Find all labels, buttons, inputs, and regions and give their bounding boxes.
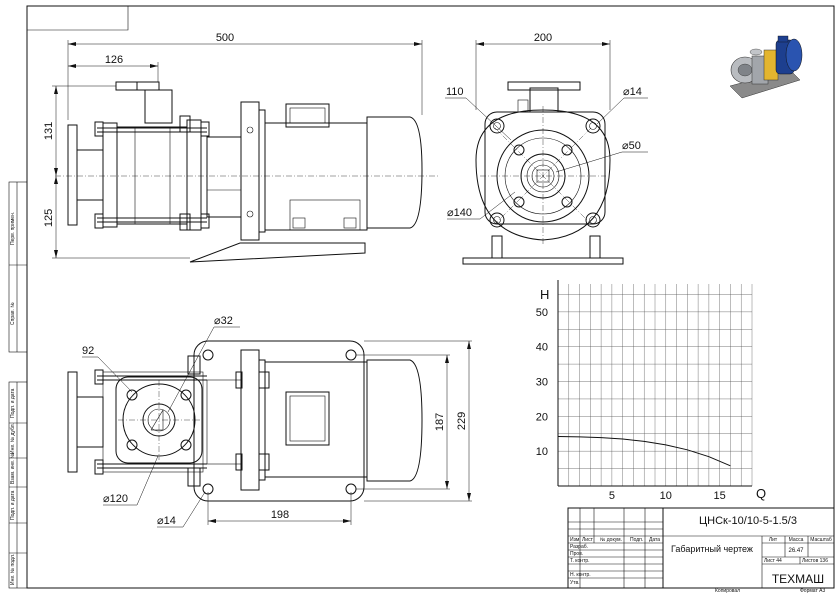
sheets-total: Листов 136 xyxy=(802,558,828,564)
dim-flange-bolt-pitch: 92 xyxy=(82,345,94,357)
header-sign: Подп. xyxy=(630,537,643,543)
stamp-replace-inv: Взам. инв. № xyxy=(10,453,16,484)
stamp-dup-inv: Инв. № дубл. xyxy=(10,423,16,454)
dim-inlet-dia: ⌀32 xyxy=(214,315,233,327)
dim-height-inner: 187 xyxy=(434,413,446,431)
chart-tick-labels: 5 10 15 10 20 30 40 50 xyxy=(536,307,726,502)
top-stamp-box xyxy=(27,6,129,31)
y-tick-label: 50 xyxy=(536,307,548,319)
chart-grid xyxy=(558,284,753,486)
header-doc-no: № докум. xyxy=(600,537,622,543)
chart-axes xyxy=(557,280,752,487)
stamp-orig-inv: Инв. № подл. xyxy=(10,554,16,585)
chart-y-axis-label: H xyxy=(540,287,549,302)
y-tick-label: 40 xyxy=(536,342,548,354)
dim-mount-hole: ⌀14 xyxy=(157,515,176,527)
y-tick-label: 30 xyxy=(536,377,548,389)
col-scale: Масштаб xyxy=(810,537,832,543)
title-block: ЦНСк-10/10-5-1.5/3 Габаритный чертеж ТЕХ… xyxy=(567,507,835,594)
dim-bolt-hole: ⌀14 xyxy=(623,86,642,98)
role-norm-control: Н. контр. xyxy=(570,572,591,578)
header-izm: Изм xyxy=(570,537,580,543)
sheet-number: Лист 44 xyxy=(764,558,782,564)
company-name: ТЕХМАШ xyxy=(772,572,824,586)
y-tick-label: 20 xyxy=(536,411,548,423)
col-lit: Лит xyxy=(769,537,778,543)
col-mass: Масса xyxy=(789,537,804,543)
x-tick-label: 5 xyxy=(609,490,615,502)
stamp-first-use: Перв. примен. xyxy=(10,212,16,245)
header-date: Дата xyxy=(649,537,660,543)
dim-flange-offset: 126 xyxy=(105,54,123,66)
designation: ЦНСк-10/10-5-1.5/3 xyxy=(699,515,797,527)
stamp-ref-no: Справ. № xyxy=(10,302,16,325)
mass-value: 26.47 xyxy=(788,548,804,554)
role-tech-control: Т. контр. xyxy=(570,558,590,564)
role-developer: Разраб. xyxy=(570,544,588,550)
dim-height-upper: 131 xyxy=(43,122,55,140)
copied-label: Копировал xyxy=(715,588,740,594)
role-approved: Утв. xyxy=(570,580,580,586)
x-tick-label: 10 xyxy=(660,490,672,502)
dim-bolt-pitch: 110 xyxy=(446,86,464,98)
role-checker: Пров. xyxy=(570,551,583,557)
dim-flange-dia: ⌀140 xyxy=(447,207,472,219)
pump-3d-illustration xyxy=(729,35,803,99)
stamp-sign-date-1: Подп. и дата xyxy=(10,388,16,418)
chart-x-axis-label: Q xyxy=(756,486,766,501)
dim-flange-dia-top: ⌀120 xyxy=(103,493,128,505)
stamp-sign-date-2: Подп. и дата xyxy=(10,490,16,520)
dim-shaft-dia: ⌀50 xyxy=(622,140,641,152)
dim-overall-length: 500 xyxy=(216,32,234,44)
chart-series-line xyxy=(557,436,731,467)
header-list: Лист xyxy=(582,537,594,543)
y-tick-label: 10 xyxy=(536,446,548,458)
document-title: Габаритный чертеж xyxy=(671,544,753,554)
format-label: Формат A3 xyxy=(800,588,825,594)
dim-base-width: 198 xyxy=(271,509,289,521)
dim-width: 200 xyxy=(534,32,552,44)
left-stamp-strip: Перв. примен. Справ. № Подп. и дата Инв.… xyxy=(8,181,28,589)
x-tick-label: 15 xyxy=(714,490,726,502)
performance-chart: 5 10 15 10 20 30 40 50 H Q xyxy=(536,280,766,502)
dim-height-lower: 125 xyxy=(43,209,55,227)
front-view: 200 110 ⌀14 ⌀50 ⌀140 xyxy=(445,32,648,265)
dim-height-outer: 229 xyxy=(456,412,468,430)
side-view: 500 126 131 125 xyxy=(43,32,440,263)
top-view: 198 187 229 ⌀32 92 ⌀120 ⌀14 xyxy=(67,315,472,528)
